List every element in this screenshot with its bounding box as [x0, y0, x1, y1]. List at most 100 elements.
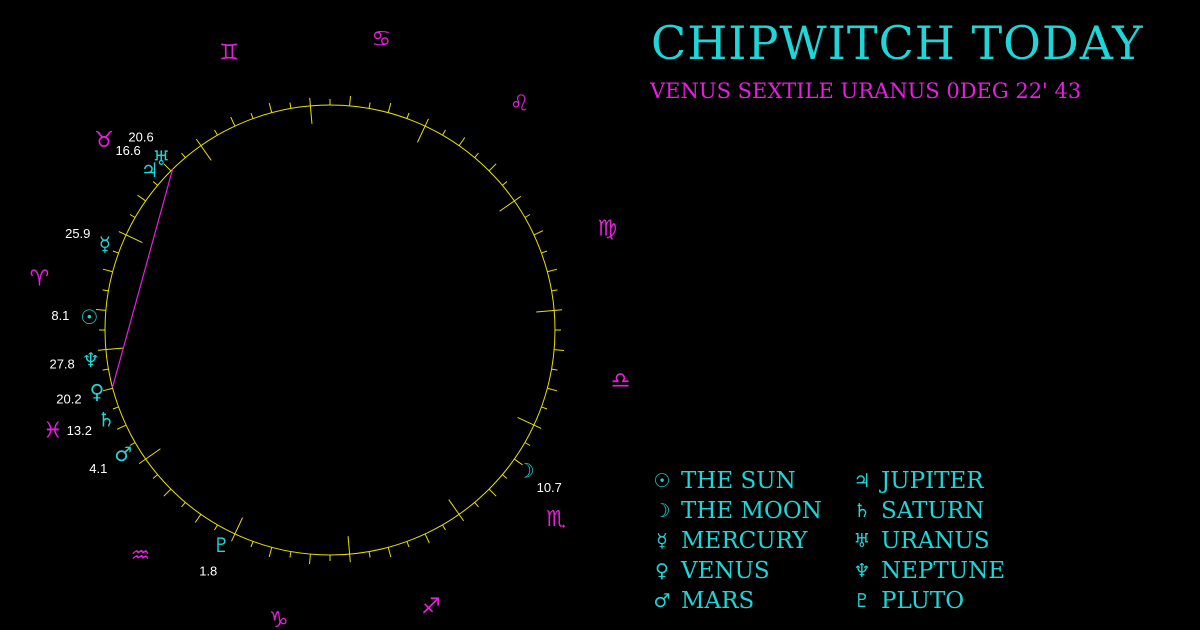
saturn-degree-label: 13.2: [67, 423, 92, 438]
neptune-icon: ♆: [82, 348, 100, 372]
jupiter-icon: ♃: [141, 158, 159, 182]
venus-degree-label: 20.2: [56, 391, 81, 406]
legend-item-saturn: ♄ SATURN: [848, 496, 1048, 526]
saturn-icon: ♄: [853, 500, 871, 522]
scorpio-sign-icon: ♏︎: [546, 507, 566, 532]
legend-label: VENUS: [681, 558, 770, 584]
degree-tick: [442, 524, 446, 531]
sign-boundary-tick: [195, 138, 212, 161]
degree-tick: [551, 368, 558, 371]
pluto-icon: ♇: [853, 590, 871, 612]
degree-tick: [547, 268, 558, 273]
degree-tick: [289, 551, 292, 558]
aries-sign-icon: ♈︎: [30, 266, 50, 291]
neptune-icon: ♆: [853, 560, 871, 582]
legend-label: MARS: [681, 588, 755, 614]
venus-icon: ♀: [90, 380, 105, 404]
degree-tick: [112, 406, 119, 410]
legend-item-uranus: ♅ URANUS: [848, 526, 1048, 556]
degree-tick: [268, 102, 273, 113]
degree-tick: [554, 349, 565, 351]
degree-tick: [137, 194, 146, 202]
degree-tick: [289, 102, 292, 109]
mercury-icon: ☿: [656, 530, 668, 552]
legend-label: URANUS: [881, 528, 990, 554]
pluto-degree-label: 1.8: [199, 563, 217, 578]
sign-boundary-tick: [499, 195, 522, 212]
jupiter-degree-label: 16.6: [115, 143, 140, 158]
mars-icon: ♂: [114, 442, 132, 466]
sign-boundary-tick: [417, 118, 429, 143]
degree-tick: [194, 514, 202, 523]
sun-icon: ☉: [653, 470, 671, 492]
degree-tick: [129, 442, 136, 446]
natal-wheel: ♈︎♉︎♊︎♋︎♌︎♍︎♎︎♏︎♐︎♑︎♒︎♓︎☉8.1☽10.7☿25.9♀2…: [30, 27, 631, 630]
legend-label: SATURN: [881, 498, 985, 524]
saturn-icon: ♄: [97, 407, 115, 431]
sign-boundary-tick: [309, 97, 313, 124]
mars-degree-label: 4.1: [89, 461, 107, 476]
legend-item-moon: ☽ THE MOON: [648, 496, 848, 526]
mercury-degree-label: 25.9: [65, 226, 90, 241]
degree-tick: [163, 163, 172, 172]
degree-tick: [502, 474, 508, 479]
degree-tick: [551, 289, 558, 292]
degree-tick: [488, 488, 497, 497]
legend-label: THE SUN: [681, 468, 796, 494]
degree-tick: [250, 112, 254, 119]
sign-boundary-tick: [231, 517, 243, 542]
aspect-line-venus-uranus: [111, 169, 174, 388]
degree-tick: [547, 387, 558, 392]
sign-boundary-tick: [118, 231, 143, 243]
sign-boundary-tick: [347, 536, 351, 563]
pisces-sign-icon: ♓︎: [43, 418, 63, 443]
degree-tick: [181, 152, 186, 158]
degree-tick: [541, 406, 548, 410]
degree-tick: [112, 250, 119, 254]
sign-boundary-tick: [448, 499, 465, 522]
aspect-subtitle: VENUS SEXTILE URANUS 0DEG 22' 43: [650, 79, 1082, 103]
uranus-icon: ♅: [152, 146, 170, 170]
sign-boundary-tick: [138, 448, 161, 465]
mars-icon: ♂: [653, 590, 671, 612]
degree-tick: [181, 502, 186, 508]
jupiter-icon: ♃: [853, 470, 871, 492]
moon-icon: ☽: [517, 459, 535, 483]
degree-tick: [474, 502, 479, 508]
legend-item-jupiter: ♃ JUPITER: [848, 466, 1048, 496]
aquarius-sign-icon: ♒︎: [131, 543, 151, 568]
wheel-circle: [104, 104, 556, 556]
degree-tick: [474, 152, 479, 158]
legend-item-mercury: ☿ MERCURY: [648, 526, 848, 556]
degree-tick: [406, 112, 410, 119]
degree-tick: [250, 541, 254, 548]
degree-tick: [102, 368, 109, 371]
degree-tick: [533, 230, 544, 236]
degree-tick: [406, 541, 410, 548]
degree-tick: [129, 214, 136, 218]
degree-tick: [214, 129, 218, 136]
degree-tick: [368, 102, 371, 109]
degree-tick: [349, 95, 351, 106]
venus-icon: ♀: [655, 560, 669, 582]
degree-tick: [488, 163, 497, 172]
virgo-sign-icon: ♍︎: [597, 217, 617, 242]
legend-item-neptune: ♆ NEPTUNE: [848, 556, 1048, 586]
cancer-sign-icon: ♋︎: [371, 27, 391, 52]
legend-label: NEPTUNE: [881, 558, 1006, 584]
degree-tick: [102, 289, 109, 292]
degree-tick: [309, 554, 311, 565]
degree-tick: [387, 547, 392, 558]
neptune-degree-label: 27.8: [49, 356, 74, 371]
degree-tick: [514, 458, 523, 466]
legend-item-venus: ♀ VENUS: [648, 556, 848, 586]
legend-label: PLUTO: [881, 588, 965, 614]
gemini-sign-icon: ♊︎: [219, 40, 239, 65]
degree-tick: [214, 524, 218, 531]
libra-sign-icon: ♎︎: [611, 369, 631, 394]
degree-tick: [152, 474, 158, 479]
degree-tick: [442, 129, 446, 136]
mercury-icon: ☿: [99, 232, 111, 256]
legend-label: THE MOON: [681, 498, 822, 524]
sagittarius-sign-icon: ♐︎: [421, 595, 441, 620]
